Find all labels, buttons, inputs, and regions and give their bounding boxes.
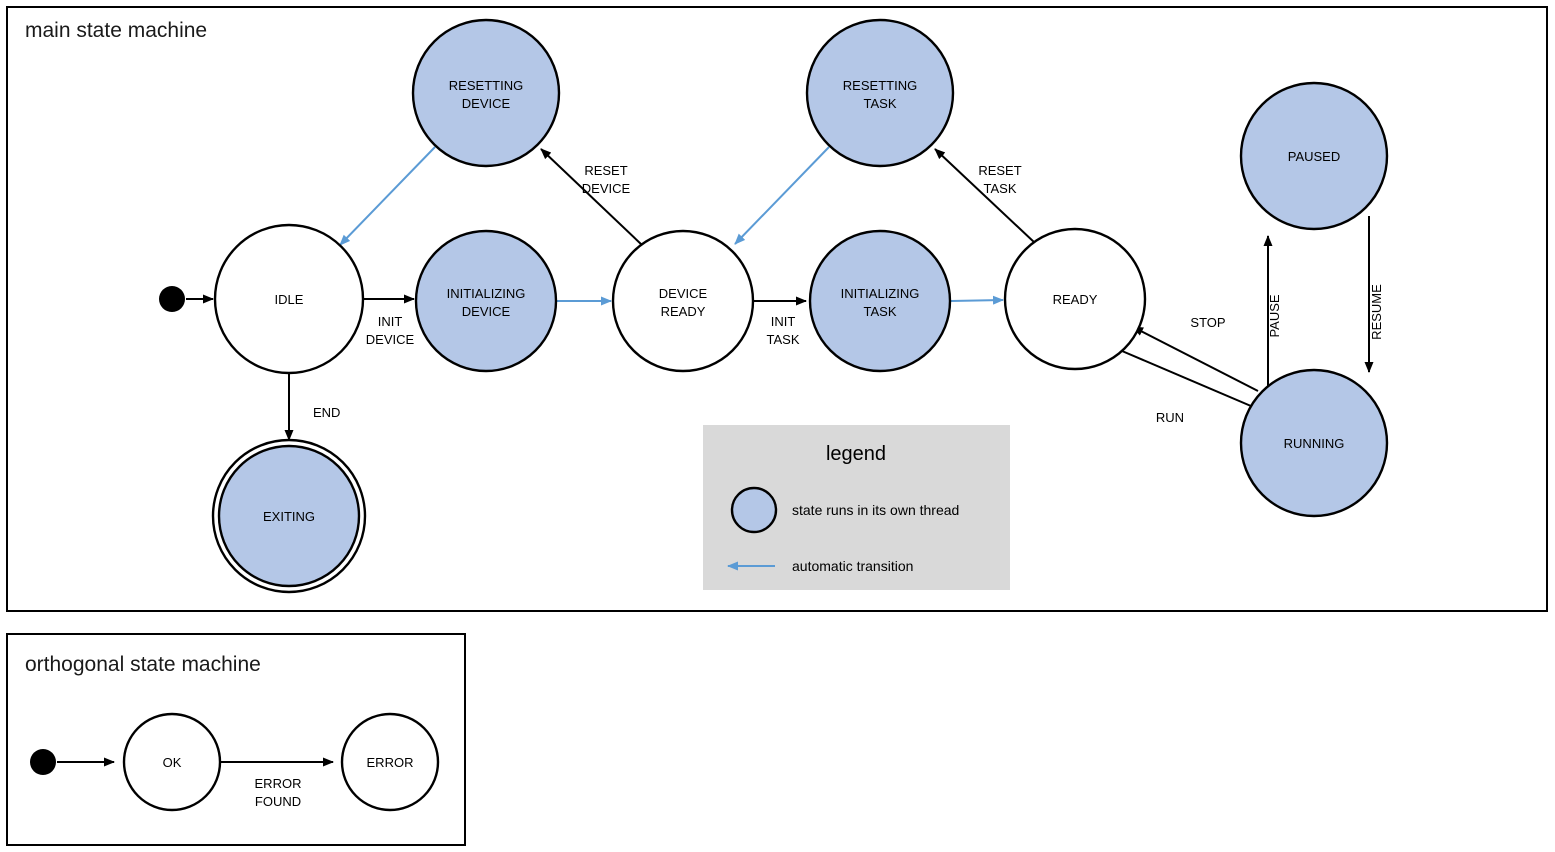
state-shape xyxy=(808,229,952,373)
transition-running-stop[interactable]: STOP xyxy=(1132,315,1259,392)
edge-label-line-1: INIT xyxy=(378,314,403,329)
state-label: ERROR xyxy=(367,755,414,770)
main-transitions: INIT DEVICE RESET DEVICE INIT TASK xyxy=(186,146,1384,441)
state-paused[interactable]: PAUSED xyxy=(1239,81,1389,231)
edge-label-line-2: DEVICE xyxy=(582,181,631,196)
state-shape xyxy=(411,18,561,168)
edge-label-line-1: ERROR xyxy=(255,776,302,791)
state-label: EXITING xyxy=(263,509,315,524)
edge-label: PAUSE xyxy=(1267,294,1282,337)
legend-entry-auto-edge: automatic transition xyxy=(727,558,913,574)
state-shape xyxy=(1003,227,1147,371)
state-shape xyxy=(1239,368,1389,518)
edge-label-line-1: INIT xyxy=(771,314,796,329)
state-running[interactable]: RUNNING xyxy=(1239,368,1389,518)
state-shape xyxy=(217,444,361,588)
main-frame-title: main state machine xyxy=(25,19,207,42)
state-initializing-task[interactable]: INITIALIZING TASK xyxy=(808,229,952,373)
state-label-line-2: DEVICE xyxy=(462,96,511,111)
state-label: READY xyxy=(1053,292,1098,307)
initial-state-dot xyxy=(30,749,56,775)
edge-line xyxy=(1121,350,1266,413)
state-shape xyxy=(611,229,755,373)
transition-resetting-device-idle[interactable] xyxy=(339,146,436,246)
transition-init-task-ready[interactable] xyxy=(950,295,1004,305)
state-idle[interactable]: IDLE xyxy=(213,223,365,375)
transition-resetting-task-device-ready[interactable] xyxy=(734,146,830,245)
state-device-ready[interactable]: DEVICE READY xyxy=(611,229,755,373)
transition-device-ready-reset-device[interactable]: RESET DEVICE xyxy=(540,148,643,246)
legend-title: legend xyxy=(826,443,886,465)
state-shape xyxy=(805,18,955,168)
legend-entry-label: state runs in its own thread xyxy=(792,502,959,518)
orthogonal-states: OK ERROR xyxy=(30,712,440,812)
edge-line xyxy=(339,146,436,246)
state-error[interactable]: ERROR xyxy=(340,712,440,812)
transition-device-ready-init-task[interactable]: INIT TASK xyxy=(754,296,807,347)
state-ok[interactable]: OK xyxy=(122,712,222,812)
state-exiting[interactable]: EXITING xyxy=(211,438,367,594)
transition-paused-resume[interactable]: RESUME xyxy=(1364,216,1384,373)
state-label-line-1: INITIALIZING xyxy=(447,286,526,301)
blue-circle-icon xyxy=(730,486,778,534)
edge-label: END xyxy=(313,405,340,420)
legend-entry-label: automatic transition xyxy=(792,558,913,574)
transition-ready-run[interactable]: RUN xyxy=(1121,350,1266,425)
state-label-line-2: TASK xyxy=(864,96,897,111)
edge-label-line-1: RESET xyxy=(978,163,1021,178)
edge-line xyxy=(1132,326,1259,392)
state-shape xyxy=(1239,81,1389,231)
state-label-line-2: DEVICE xyxy=(462,304,511,319)
state-ready[interactable]: READY xyxy=(1003,227,1147,371)
transition-running-pause[interactable]: PAUSE xyxy=(1263,235,1282,392)
edge-line xyxy=(540,148,643,246)
state-shape xyxy=(340,712,440,812)
edge-label: STOP xyxy=(1190,315,1225,330)
orthogonal-transitions: ERROR FOUND xyxy=(57,757,334,809)
edge-label: RUN xyxy=(1156,410,1184,425)
edge-label-line-2: TASK xyxy=(767,332,800,347)
state-label: RUNNING xyxy=(1284,436,1345,451)
legend: legend state runs in its own thread auto… xyxy=(703,425,1010,590)
edge-line xyxy=(950,295,1004,305)
edge-label-line-2: FOUND xyxy=(255,794,301,809)
state-label: IDLE xyxy=(275,292,304,307)
edge-label-line-2: DEVICE xyxy=(366,332,415,347)
edge-label-line-1: RESET xyxy=(584,163,627,178)
edge-line xyxy=(934,148,1036,244)
state-label-line-1: RESETTING xyxy=(449,78,523,93)
transition-ready-reset-task[interactable]: RESET TASK xyxy=(934,148,1036,244)
final-state-outer-ring xyxy=(211,438,367,594)
state-label-line-2: READY xyxy=(661,304,706,319)
state-shape xyxy=(122,712,222,812)
state-label-line-1: RESETTING xyxy=(843,78,917,93)
main-states: IDLE RESETTING DEVICE INITIALIZING DEVIC… xyxy=(159,18,1389,594)
state-label-line-1: DEVICE xyxy=(659,286,708,301)
state-label-line-2: TASK xyxy=(864,304,897,319)
orthogonal-frame-title: orthogonal state machine xyxy=(25,653,261,676)
state-label: PAUSED xyxy=(1288,149,1341,164)
transition-ok-error[interactable]: ERROR FOUND xyxy=(220,757,334,809)
state-resetting-task[interactable]: RESETTING TASK xyxy=(805,18,955,168)
transition-idle-init-device[interactable]: INIT DEVICE xyxy=(363,294,415,347)
transition-idle-end[interactable]: END xyxy=(284,373,340,441)
edge-label: RESUME xyxy=(1369,284,1384,340)
state-label: OK xyxy=(163,755,182,770)
state-shape xyxy=(414,229,558,373)
state-initializing-device[interactable]: INITIALIZING DEVICE xyxy=(414,229,558,373)
initial-state-dot xyxy=(159,286,185,312)
edge-line xyxy=(734,146,830,245)
legend-entry-thread-state: state runs in its own thread xyxy=(730,486,959,534)
state-shape xyxy=(213,223,365,375)
state-resetting-device[interactable]: RESETTING DEVICE xyxy=(411,18,561,168)
state-label-line-1: INITIALIZING xyxy=(841,286,920,301)
edge-label-line-2: TASK xyxy=(984,181,1017,196)
